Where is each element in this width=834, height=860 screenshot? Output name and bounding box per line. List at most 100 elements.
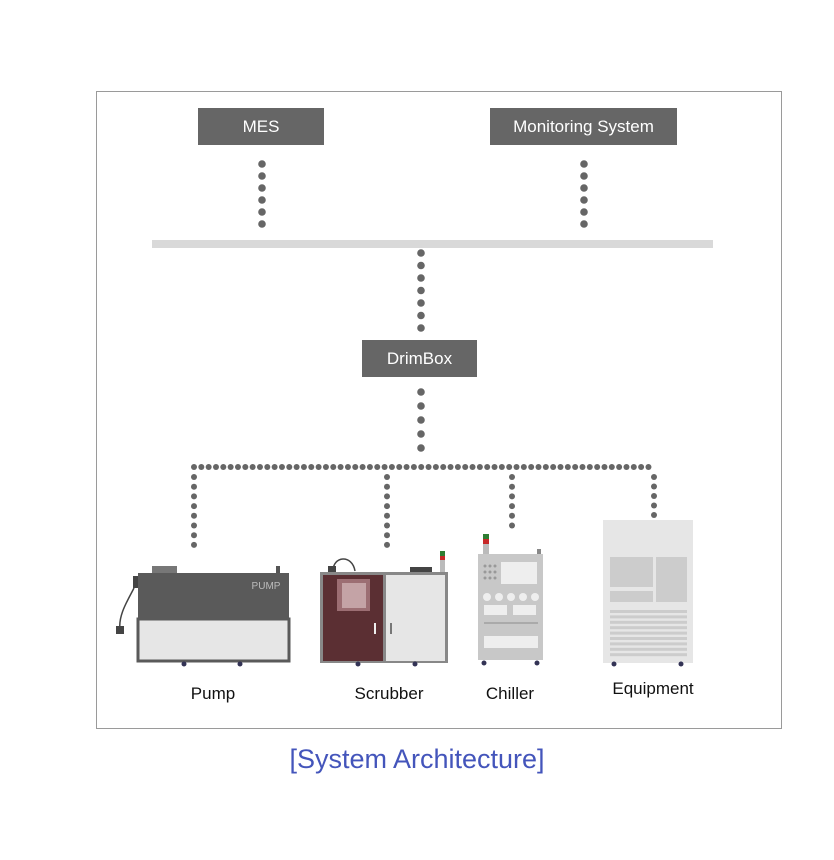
device-bus-dot (198, 464, 205, 470)
scrubber-link-dot (384, 493, 390, 500)
equipment-link-dot (651, 474, 657, 480)
device-bus-dot (374, 464, 381, 470)
device-bus-dot (227, 464, 234, 470)
device-bus-dot (286, 464, 293, 470)
dotted-connections (191, 160, 657, 548)
device-bus-dot (308, 464, 315, 470)
chiller-link-dot (509, 483, 515, 490)
device-bus-dot (454, 464, 461, 470)
mes-link-dot (258, 172, 266, 180)
device-bus-dot (418, 464, 425, 470)
device-bus-dot (220, 464, 227, 470)
drimbox-downlink-dot (417, 402, 425, 410)
scrubber-icon (320, 551, 448, 667)
device-bus-dot (293, 464, 300, 470)
device-bus-dot (520, 464, 527, 470)
device-bus-dot (623, 464, 630, 470)
device-bus-dot (191, 464, 197, 470)
device-bus-dot (586, 464, 593, 470)
device-bus-dot (462, 464, 469, 470)
equipment-vent-slat (610, 647, 687, 651)
device-bus-dot (242, 464, 249, 470)
monitoring-link-dot (580, 196, 588, 204)
device-bus-dot (550, 464, 557, 470)
device-bus-dot (535, 464, 542, 470)
chiller-icon (478, 534, 543, 666)
device-bus-dot (491, 464, 498, 470)
monitoring-link-dot (580, 184, 588, 192)
device-bus-dot (300, 464, 307, 470)
device-bus-dot (630, 464, 637, 470)
chiller-link-dot (509, 474, 515, 480)
network-bus (152, 240, 713, 248)
device-bus-dot (594, 464, 601, 470)
scrubber-label: Scrubber (354, 684, 424, 703)
drimbox-downlink-dot (417, 416, 425, 424)
device-bus-dot (469, 464, 476, 470)
pump-link-dot (191, 483, 197, 490)
device-bus-dot (352, 464, 359, 470)
mes-node: MES (198, 108, 324, 145)
device-bus-dot (403, 464, 410, 470)
drimbox-downlink-dot (417, 388, 425, 396)
device-bus-dot (506, 464, 513, 470)
pump-link-dot (191, 522, 197, 529)
device-bus-dot (396, 464, 403, 470)
pump-link-dot (191, 512, 197, 519)
device-bus-dot (212, 464, 219, 470)
device-bus-dot (645, 464, 652, 470)
drimbox-uplink-dot (417, 274, 425, 282)
monitoring-link-dot (580, 220, 588, 228)
drimbox-downlink-dot (417, 430, 425, 438)
device-bus-dot (579, 464, 586, 470)
equipment-link-dot (651, 512, 657, 518)
drimbox-uplink-dot (417, 324, 425, 332)
equipment-vent-slat (610, 631, 687, 635)
pump-badge: PUMP (252, 581, 281, 592)
equipment-link-dot (651, 502, 657, 509)
device-bus-dot (249, 464, 256, 470)
equipment-vent-slat (610, 653, 687, 657)
device-bus-dot (264, 464, 271, 470)
diagram-caption: [System Architecture] (289, 744, 545, 774)
device-bus-dot (205, 464, 212, 470)
device-bus-dot (608, 464, 615, 470)
device-bus-dot (557, 464, 564, 470)
drimbox-downlink-dot (417, 444, 425, 452)
mes-link-dot (258, 196, 266, 204)
device-bus-dot (601, 464, 608, 470)
device-bus-dot (440, 464, 447, 470)
mes-link-dot (258, 208, 266, 216)
scrubber-link-dot (384, 503, 390, 510)
device-bus-dot (432, 464, 439, 470)
pump-link-dot (191, 474, 197, 480)
equipment-icon (603, 520, 693, 667)
device-bus-dot (528, 464, 535, 470)
device-bus-dot (359, 464, 366, 470)
chiller-link-dot (509, 522, 515, 529)
equipment-vent-slat (610, 637, 687, 640)
device-bus-dot (513, 464, 520, 470)
device-bus-dot (344, 464, 351, 470)
pump-icon: PUMP (116, 566, 291, 667)
scrubber-link-dot (384, 541, 390, 548)
diagram-frame (96, 91, 782, 729)
pump-link-dot (191, 493, 197, 500)
equipment-vent-slat (610, 620, 687, 624)
pump-label: Pump (190, 684, 236, 703)
device-bus-dot (330, 464, 337, 470)
monitoring-system-node: Monitoring System (490, 108, 677, 145)
equipment-vent-slat (610, 626, 687, 630)
device-bus-dot (542, 464, 549, 470)
device-bus-dot (278, 464, 285, 470)
monitoring-link-dot (580, 160, 588, 168)
chiller-link-dot (509, 493, 515, 500)
device-bus-dot (447, 464, 454, 470)
mes-link-dot (258, 160, 266, 168)
equipment-vent-slat (610, 610, 687, 613)
chiller-link-dot (509, 503, 515, 510)
drimbox-node: DrimBox (362, 340, 477, 377)
scrubber-link-dot (384, 512, 390, 519)
device-bus-dot (410, 464, 417, 470)
